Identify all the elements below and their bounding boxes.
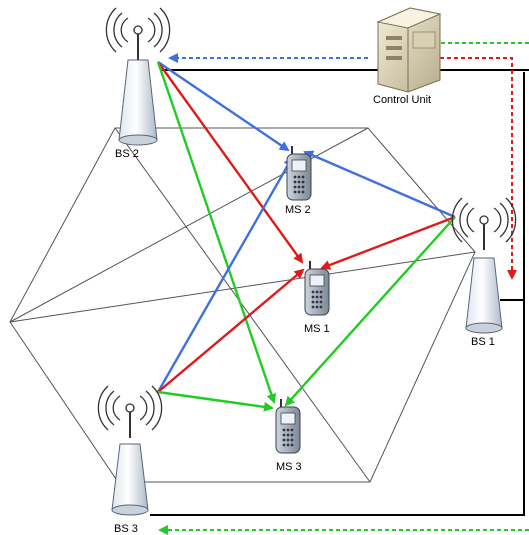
backhaul-links [150, 69, 529, 516]
radio-links [156, 61, 456, 412]
link-bs1-ms1-red [320, 215, 456, 270]
link-bs2-ms1-red [157, 61, 304, 264]
label-bs1: BS 1 [471, 336, 495, 348]
control-to-bs1-red [440, 57, 517, 280]
tower-icon [118, 59, 158, 141]
mobile-station-ms3 [275, 399, 301, 454]
label-bs2: BS 2 [115, 148, 139, 160]
cell-divider-bottom [9, 251, 476, 323]
link-bs2-ms2-blue [157, 61, 290, 152]
antenna-icon [97, 385, 163, 438]
tower-icon [465, 257, 503, 329]
label-ms1: MS 1 [304, 323, 330, 335]
base-station-bs3 [97, 385, 163, 516]
phone-icon [275, 399, 301, 454]
antenna-icon [451, 197, 517, 250]
backhaul-bs3 [150, 300, 525, 516]
base-station-bs1 [451, 197, 517, 334]
label-ms2: MS 2 [285, 204, 311, 216]
control-unit-server-icon [376, 7, 442, 93]
link-bs3-ms1-red [157, 268, 305, 393]
cell-divider-right [114, 127, 371, 483]
link-bs3-ms3-green [157, 390, 274, 412]
mobile-station-ms2 [286, 146, 312, 201]
antenna-icon [105, 7, 171, 60]
link-bs2-ms3-green [156, 61, 277, 404]
label-control-unit: Control Unit [373, 94, 431, 106]
label-ms3: MS 3 [276, 461, 302, 473]
link-bs1-ms2-blue [303, 150, 456, 219]
link-bs3-ms2-blue [156, 156, 294, 393]
tower-icon [111, 443, 149, 511]
base-station-bs2 [105, 7, 171, 146]
link-bs1-ms3-green [284, 216, 456, 407]
phone-icon [286, 146, 312, 201]
mobile-station-ms1 [304, 261, 330, 316]
label-bs3: BS 3 [114, 523, 138, 535]
phone-icon [304, 261, 330, 316]
